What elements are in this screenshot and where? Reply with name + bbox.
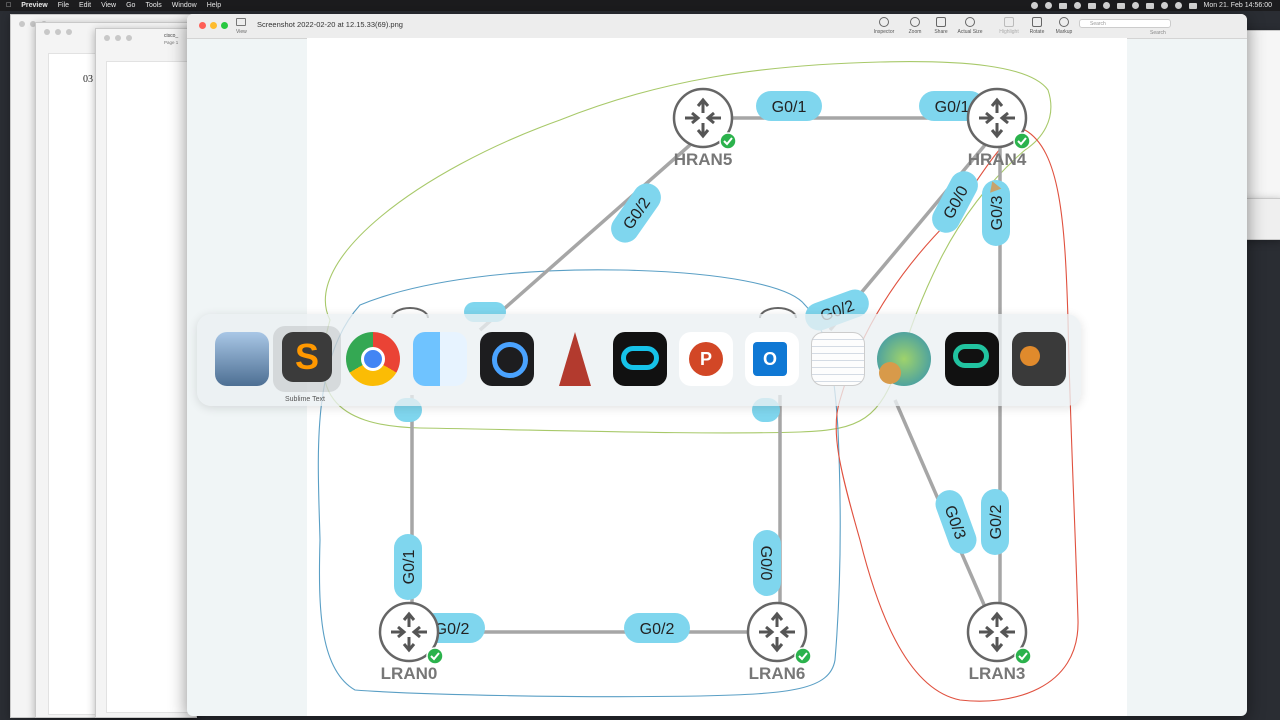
router-arrows-icon [979,97,1015,139]
dock-tooltip: Sublime Text [285,396,325,403]
blue-annotation [317,269,841,698]
chrome-icon[interactable] [346,332,400,386]
background-window[interactable]: cisco_ Page 1 [95,28,198,718]
sidebar-toggle-icon[interactable] [236,18,246,26]
router-arrows-icon [979,611,1015,653]
router-lran6[interactable]: LRAN6 [746,601,812,683]
status-icon[interactable] [1044,2,1052,9]
webex-meetings-icon[interactable] [945,332,999,386]
menu-view[interactable]: View [95,2,116,9]
svg-text:G0/2: G0/2 [435,621,470,638]
svg-text:G0/0: G0/0 [757,546,774,581]
router-label: HRAN5 [674,150,733,169]
router-label: LRAN3 [969,664,1026,683]
quicktime-icon[interactable] [480,332,534,386]
inspector-button[interactable]: Inspector [867,17,901,35]
router-label: HRAN4 [968,150,1027,169]
minimize-button[interactable] [210,22,217,29]
markup-button[interactable]: Markup [1047,17,1081,35]
volume-icon[interactable] [1131,2,1139,9]
router-lran3[interactable]: LRAN3 [966,601,1032,683]
actual-size-button[interactable]: Actual Size [953,17,987,35]
router-arrows-icon [759,611,795,653]
document-text: 03 [83,74,93,85]
router-label: LRAN0 [381,664,438,683]
status-check-icon [1013,132,1031,150]
svg-text:G0/1: G0/1 [401,550,418,585]
wifi-icon[interactable] [1160,2,1168,9]
status-icon[interactable] [1087,2,1096,9]
port-label: G0/2 [624,613,690,643]
link [478,143,692,332]
view-label[interactable]: View [236,29,247,35]
status-icon[interactable] [1058,2,1067,9]
status-check-icon [719,132,737,150]
lock-icon [879,362,901,384]
port-label: G0/1 [756,91,822,121]
sublime-text-icon[interactable]: S [273,326,341,392]
dock: S P O Sublime Text [197,314,1081,406]
document-subtitle: Page 1 [164,40,179,45]
textedit-icon[interactable] [811,332,865,386]
port-label: G0/1 [394,534,422,600]
zoom-toolbar-button[interactable]: Zoom [898,17,932,35]
svg-text:G0/1: G0/1 [772,99,807,116]
menu-tools[interactable]: Tools [140,2,161,9]
menu-window[interactable]: Window [166,2,197,9]
menu-preview[interactable]: Preview [16,2,47,9]
router-label: LRAN6 [749,664,806,683]
router-arrows-icon [685,97,721,139]
status-icon[interactable] [1030,2,1038,9]
search-label: Search [1150,30,1166,36]
document-title: cisco_ [164,33,179,39]
svg-text:G0/2: G0/2 [988,505,1005,540]
svg-text:G0/1: G0/1 [935,99,970,116]
menubar-clock[interactable]: Mon 21. Feb 14:56:00 [1203,2,1273,9]
menu-go[interactable]: Go [120,2,135,9]
battery-icon[interactable] [1145,2,1154,9]
port-label: G0/3 [935,490,977,554]
router-arrows-icon [391,611,427,653]
control-center-icon[interactable] [1188,2,1197,9]
status-icon[interactable] [1102,2,1110,9]
port-label: G0/2 [981,489,1009,555]
svg-text:G0/3: G0/3 [989,196,1006,231]
status-check-icon [794,647,812,665]
finder-icon[interactable] [413,332,467,386]
router-lran0[interactable]: LRAN0 [378,601,444,683]
router-hran5[interactable]: HRAN5 [672,87,737,169]
window-title: Screenshot 2022-02-20 at 12.15.33(69).pn… [257,20,403,29]
share-button[interactable]: Share [924,17,958,35]
router-hran4[interactable]: HRAN4 [966,87,1031,169]
port-label: G0/3 [982,180,1010,246]
menu-help[interactable]: Help [201,2,221,9]
keychain-icon[interactable] [1012,332,1066,386]
svg-text:G0/2: G0/2 [640,621,675,638]
status-check-icon [426,647,444,665]
menu-edit[interactable]: Edit [73,2,91,9]
powerpoint-icon[interactable]: P [679,332,733,386]
apple-menu-icon[interactable]:  [6,0,11,11]
port-label: G0/0 [753,530,781,596]
highlight-button[interactable]: Highlight [992,17,1026,35]
status-icon[interactable] [1073,2,1081,9]
webex-icon[interactable] [613,332,667,386]
preview-app-icon[interactable] [215,332,269,386]
search-input[interactable]: Search [1079,19,1171,28]
menu-bar:  Preview File Edit View Go Tools Window… [0,0,1280,11]
pencil-app-icon[interactable] [549,332,603,386]
outlook-icon[interactable]: O [745,332,799,386]
rotate-button[interactable]: Rotate [1020,17,1054,35]
close-button[interactable] [199,22,206,29]
status-icon[interactable] [1116,2,1125,9]
vpn-client-icon[interactable] [877,332,931,386]
zoom-button[interactable] [221,22,228,29]
spotlight-icon[interactable] [1174,2,1182,9]
status-check-icon [1014,647,1032,665]
menu-file[interactable]: File [52,2,69,9]
